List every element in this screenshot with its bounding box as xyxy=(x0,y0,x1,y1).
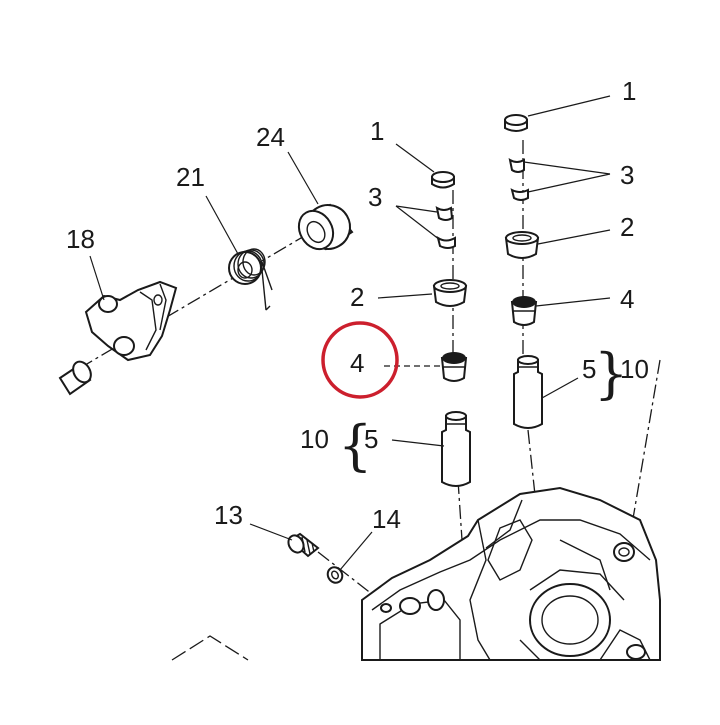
rocker-shaft-end xyxy=(58,360,92,396)
label-right-4: 4 xyxy=(620,284,634,314)
right-valve-stack xyxy=(504,114,543,429)
brace-left: { xyxy=(338,414,372,477)
right-part-3-keepers xyxy=(508,158,529,201)
part-24-bushing xyxy=(297,203,354,251)
leader-13 xyxy=(249,523,293,541)
leader-left-1 xyxy=(395,143,435,173)
right-part-2-retainer xyxy=(504,231,540,259)
right-part-5-guide xyxy=(513,355,543,429)
leader-21 xyxy=(205,195,239,255)
callout-labels: 1 3 2 4 10 { 5 1 3 2 4 5 } 10 24 21 18 1… xyxy=(66,76,649,534)
left-part-5-guide xyxy=(441,411,471,487)
part-18-rocker-arm xyxy=(84,280,178,362)
leader-lines xyxy=(89,95,611,571)
label-18: 18 xyxy=(66,224,95,254)
leader-right-3b xyxy=(527,173,611,193)
right-part-1-shim xyxy=(504,114,528,132)
left-valve-stack xyxy=(431,171,471,487)
label-left-4: 4 xyxy=(350,348,364,378)
part-14-washer xyxy=(326,566,344,584)
right-part-4-seal xyxy=(510,296,538,326)
lower-outline xyxy=(171,635,249,661)
leader-18 xyxy=(89,255,105,301)
label-left-1: 1 xyxy=(370,116,384,146)
leader-left-3b xyxy=(395,205,441,241)
label-13: 13 xyxy=(214,500,243,530)
brace-right: } xyxy=(594,342,628,405)
label-right-1: 1 xyxy=(622,76,636,106)
leader-right-3a xyxy=(523,161,611,175)
leader-14 xyxy=(339,531,373,571)
label-left-2: 2 xyxy=(350,282,364,312)
label-left-5: 5 xyxy=(364,424,378,454)
label-21: 21 xyxy=(176,162,205,192)
leader-right-1 xyxy=(527,95,611,117)
label-right-5: 5 xyxy=(582,354,596,384)
leader-left-5 xyxy=(391,439,445,447)
highlight-circle xyxy=(321,321,399,399)
part-21-spring xyxy=(228,248,273,311)
label-left-10: 10 xyxy=(300,424,329,454)
leader-left-2 xyxy=(377,293,433,299)
cylinder-head xyxy=(361,486,661,661)
label-right-2: 2 xyxy=(620,212,634,242)
label-24: 24 xyxy=(256,122,285,152)
leader-left-3a xyxy=(395,205,438,213)
left-part-4-seal xyxy=(440,352,468,382)
label-right-3: 3 xyxy=(620,160,634,190)
label-right-10: 10 xyxy=(620,354,649,384)
left-part-2-retainer xyxy=(432,279,468,307)
leader-right-5 xyxy=(541,377,579,399)
leader-right-2 xyxy=(537,229,611,245)
label-left-3: 3 xyxy=(368,182,382,212)
part-13-plug xyxy=(287,532,320,558)
leader-24 xyxy=(287,151,319,205)
left-part-3-keepers xyxy=(435,206,456,249)
leader-right-4 xyxy=(535,297,611,307)
left-part-1-shim xyxy=(431,171,455,189)
rocker-shaft-axis xyxy=(79,227,319,369)
label-14: 14 xyxy=(372,504,401,534)
